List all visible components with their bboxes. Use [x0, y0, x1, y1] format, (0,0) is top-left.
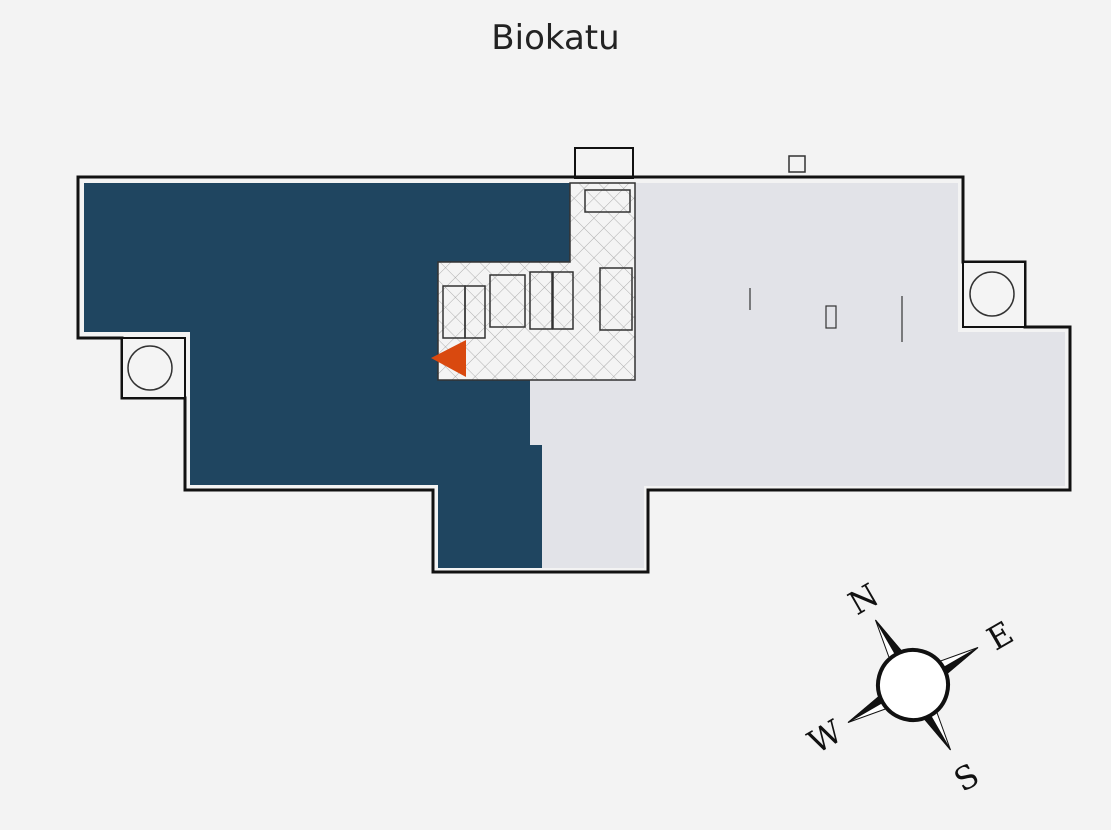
compass-south: S: [948, 756, 986, 800]
interior-lines: [749, 288, 903, 342]
selected-space[interactable]: [84, 183, 570, 568]
spiral-stair-left: [121, 337, 186, 399]
core-rooms: [442, 189, 633, 339]
stair-top: [574, 147, 634, 179]
compass-rose: N E S W: [801, 576, 1019, 800]
other-space[interactable]: [530, 183, 1065, 568]
building-core: [437, 182, 636, 381]
compass-west: W: [801, 712, 849, 761]
spiral-stair-right: [962, 261, 1026, 328]
you-are-here-marker: [431, 340, 466, 377]
building-title: Biokatu: [491, 18, 620, 58]
compass-north: N: [842, 576, 885, 623]
compass-east: E: [980, 614, 1019, 659]
shaft-marker: [788, 155, 806, 173]
